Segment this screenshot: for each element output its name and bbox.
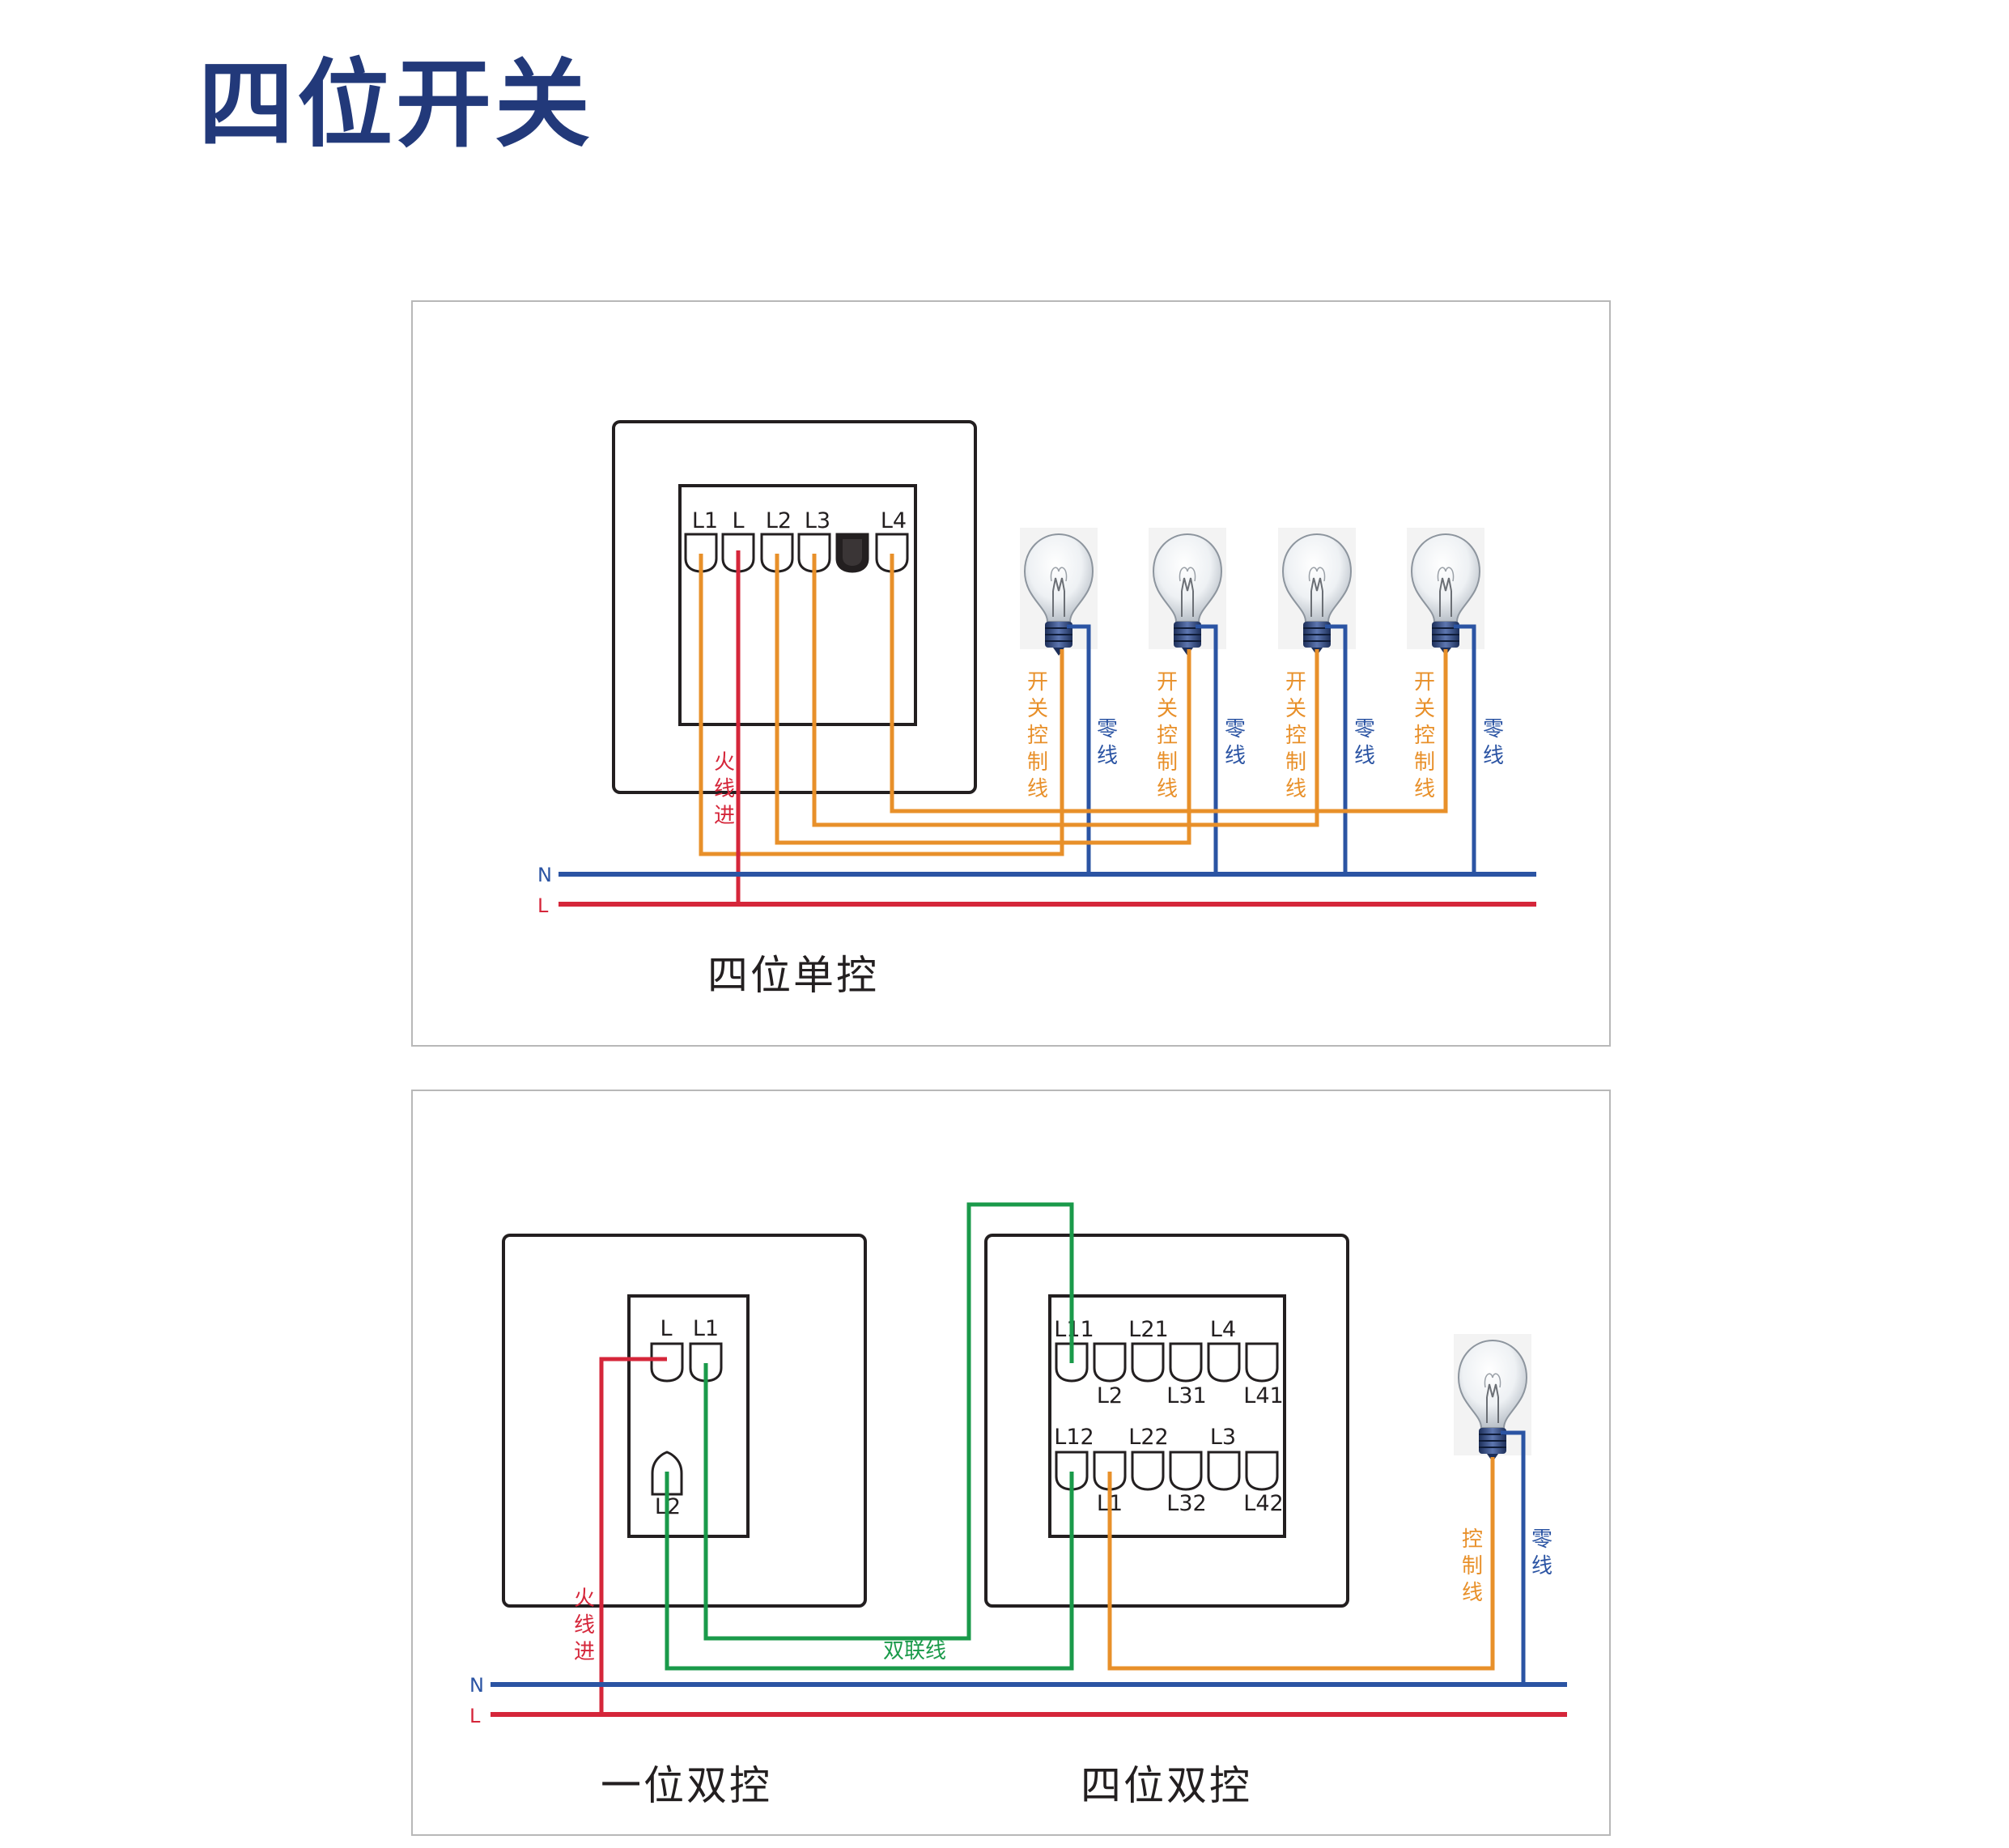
svg-text:线: 线 xyxy=(1097,744,1118,768)
svg-text:零: 零 xyxy=(1483,717,1504,741)
terminal-label-l2: L2 xyxy=(766,508,792,533)
svg-text:开: 开 xyxy=(1027,670,1048,695)
caption-single-control: 四位单控 xyxy=(707,952,879,999)
svg-text:制: 制 xyxy=(1027,750,1048,775)
svg-text:制: 制 xyxy=(1462,1554,1483,1578)
svg-text:制: 制 xyxy=(1157,750,1178,775)
terminal-label-l3: L3 xyxy=(805,508,830,533)
traveler-wires xyxy=(665,1202,1074,1671)
control-label: 控 制 线 xyxy=(1462,1527,1483,1605)
terminal-label-l: L xyxy=(660,1316,672,1341)
control-label-2: 开 关 控 制 线 xyxy=(1157,670,1178,801)
neutral-bus-label: N xyxy=(469,1674,484,1697)
svg-text:开: 开 xyxy=(1157,670,1178,695)
control-labels: 开 关 控 制 线 开 关 控 制 线 开 关 控 制 线 开 xyxy=(1027,670,1435,801)
svg-text:开: 开 xyxy=(1414,670,1435,695)
caption-one-gang-double-control: 一位双控 xyxy=(601,1762,772,1809)
svg-text:L21: L21 xyxy=(1128,1317,1168,1342)
svg-text:L12: L12 xyxy=(1054,1425,1094,1450)
terminal-label-l1: L1 xyxy=(693,1316,719,1341)
bulb-icon xyxy=(1453,1333,1532,1463)
svg-text:火: 火 xyxy=(574,1587,595,1611)
svg-text:线: 线 xyxy=(1531,1554,1552,1578)
control-label-4: 开 关 控 制 线 xyxy=(1414,670,1435,801)
svg-text:制: 制 xyxy=(1285,750,1306,775)
neutral-label-4: 零线 xyxy=(1483,717,1504,768)
four-gang-top-upper-labels: L11 L21 L4 xyxy=(1054,1317,1236,1342)
live-bus-label: L xyxy=(537,894,549,917)
live-in-label: 火 线 进 xyxy=(714,750,735,828)
svg-text:零: 零 xyxy=(1531,1527,1552,1552)
svg-text:关: 关 xyxy=(1027,697,1048,721)
live-in-label: 火 线 进 xyxy=(574,1587,595,1664)
svg-text:L42: L42 xyxy=(1243,1491,1283,1516)
four-gang-top-lower-labels: L2 L31 L41 xyxy=(1097,1383,1284,1408)
terminal-label-l4: L4 xyxy=(881,508,907,533)
svg-text:L11: L11 xyxy=(1054,1317,1094,1342)
svg-text:线: 线 xyxy=(1225,744,1246,768)
svg-text:控: 控 xyxy=(1285,724,1306,748)
svg-text:控: 控 xyxy=(1462,1527,1483,1552)
svg-text:L3: L3 xyxy=(1210,1425,1236,1450)
control-wires xyxy=(699,554,1448,856)
neutral-labels: 零线 零线 零线 零线 xyxy=(1097,717,1504,768)
control-label-1: 开 关 控 制 线 xyxy=(1027,670,1048,801)
control-wire xyxy=(1107,1457,1495,1671)
svg-text:控: 控 xyxy=(1157,724,1178,748)
svg-text:关: 关 xyxy=(1414,697,1435,721)
neutral-label-3: 零线 xyxy=(1354,717,1375,768)
neutral-label-2: 零线 xyxy=(1225,717,1246,768)
svg-text:线: 线 xyxy=(1483,744,1504,768)
svg-text:进: 进 xyxy=(574,1640,595,1664)
svg-text:开: 开 xyxy=(1285,670,1306,695)
svg-text:零: 零 xyxy=(1354,717,1375,741)
svg-text:线: 线 xyxy=(574,1613,595,1638)
four-gang-bottom-upper-labels: L12 L22 L3 xyxy=(1054,1425,1236,1450)
terminal-label-l1: L1 xyxy=(692,508,718,533)
svg-text:火: 火 xyxy=(714,750,735,775)
one-gang-terminal-block xyxy=(627,1294,750,1538)
svg-text:线: 线 xyxy=(1157,777,1178,801)
caption-four-gang-double-control: 四位双控 xyxy=(1081,1762,1252,1809)
svg-text:线: 线 xyxy=(1354,744,1375,768)
svg-text:控: 控 xyxy=(1027,724,1048,748)
terminal-unused xyxy=(835,533,869,573)
svg-text:零: 零 xyxy=(1097,717,1118,741)
neutral-wires xyxy=(1067,624,1476,874)
svg-text:控: 控 xyxy=(1414,724,1435,748)
svg-text:线: 线 xyxy=(1462,1581,1483,1605)
svg-text:线: 线 xyxy=(1027,777,1048,801)
svg-text:L41: L41 xyxy=(1243,1383,1283,1408)
svg-text:进: 进 xyxy=(714,804,735,828)
svg-text:制: 制 xyxy=(1414,750,1435,775)
svg-text:关: 关 xyxy=(1285,697,1306,721)
live-in-wire xyxy=(599,1357,667,1714)
svg-text:关: 关 xyxy=(1157,697,1178,721)
neutral-label: 零 线 xyxy=(1531,1527,1552,1578)
svg-text:线: 线 xyxy=(1285,777,1306,801)
panel-double-control: L L1 L2 L11 L21 L4 L2 L31 L41 L12 L22 L3… xyxy=(411,1090,1611,1836)
svg-text:线: 线 xyxy=(714,777,735,801)
svg-text:L22: L22 xyxy=(1128,1425,1168,1450)
svg-text:L31: L31 xyxy=(1166,1383,1206,1408)
svg-text:L32: L32 xyxy=(1166,1491,1206,1516)
svg-text:L4: L4 xyxy=(1210,1317,1236,1342)
svg-text:L2: L2 xyxy=(1097,1383,1123,1408)
traveler-label: 双联线 xyxy=(883,1639,946,1663)
svg-text:线: 线 xyxy=(1414,777,1435,801)
svg-text:零: 零 xyxy=(1225,717,1246,741)
control-label-3: 开 关 控 制 线 xyxy=(1285,670,1306,801)
live-bus-label: L xyxy=(469,1705,481,1727)
terminal-block xyxy=(678,484,917,726)
neutral-bus-label: N xyxy=(537,864,552,886)
terminal-l xyxy=(650,1342,684,1383)
page-title: 四位开关 xyxy=(198,49,594,160)
bulb-icon xyxy=(1019,527,1098,656)
panel-single-control: L1 L L2 L3 L4 xyxy=(411,300,1611,1047)
terminal-label-l: L xyxy=(732,508,744,533)
neutral-label-1: 零线 xyxy=(1097,717,1118,768)
four-gang-terminal-block xyxy=(1048,1294,1286,1538)
neutral-wire xyxy=(1501,1430,1526,1684)
